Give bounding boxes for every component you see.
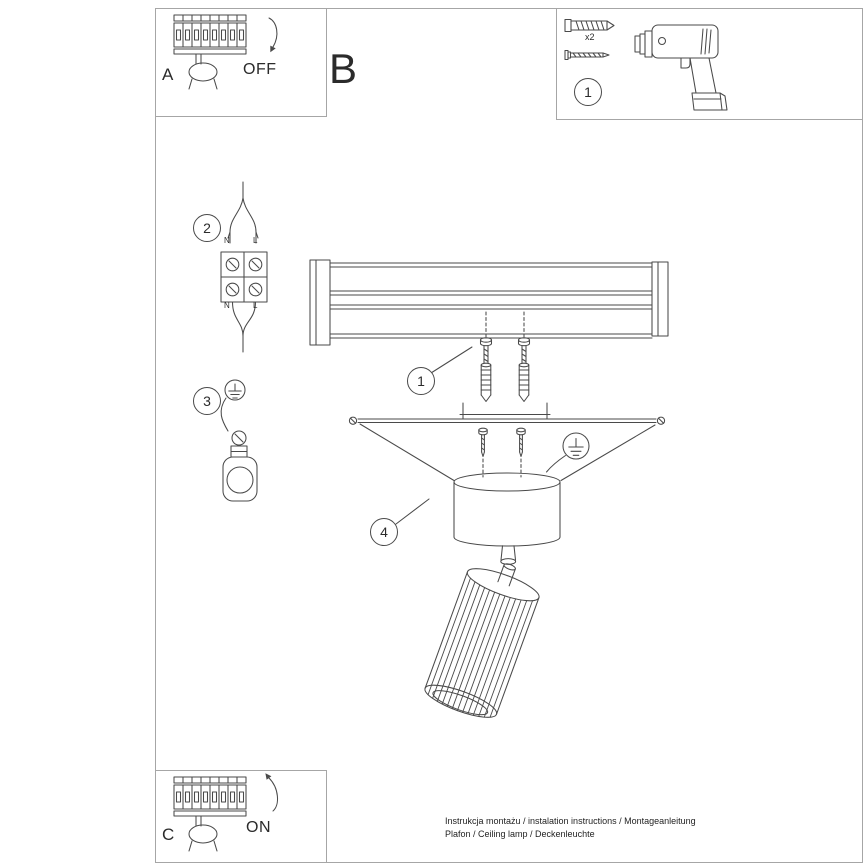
drill-icon [634,24,728,111]
earth-symbol-icon [224,379,246,401]
flip-down-arrow-icon [268,17,278,53]
lamp-shade-drawing [424,563,540,718]
ground-step-drawing [220,379,258,502]
drill-guide-lines [485,311,525,338]
step-3-badge: 3 [193,387,221,415]
wire-label-l-bottom: L [253,301,258,310]
panel-a-label: A [162,65,174,84]
cable-join-drawing [231,301,257,353]
ground-wire-drawing [220,397,229,432]
step-2-badge: 2 [193,214,221,242]
mounting-rail-drawing [309,259,669,346]
power-on-illustration [173,773,278,852]
canopy-screw-drawing [478,427,488,478]
terminal-block-drawing [220,251,268,303]
hand-icon [188,53,218,90]
quantity-label: x2 [585,32,595,42]
footer-text: Instrukcja montażu / instalation instruc… [445,815,696,841]
tools-illustration [564,18,728,111]
wire-label-n-bottom: N [224,301,230,310]
step-1-leader-line [430,346,473,374]
footer-line-1: Instrukcja montażu / instalation instruc… [445,816,696,826]
perspective-lines [359,423,656,482]
cross-bracket-drawing [348,402,666,425]
on-label: ON [246,819,271,836]
footer-line-2: Plafon / Ceiling lamp / Deckenleuchte [445,829,595,840]
anchor-screw-drawing [479,337,493,403]
hand-icon [188,815,218,852]
panel-power-on: C ON [155,770,327,863]
breaker-panel-icon [173,14,247,55]
wire-label-n-top: N [224,236,230,245]
panel-power-off: A OFF [155,8,327,117]
ground-clamp-drawing [222,430,258,502]
off-label: OFF [243,61,277,78]
panel-tools: x2 [556,8,863,120]
step-4-badge: 4 [370,518,398,546]
step-4-leader-line [395,498,430,525]
step-1-tools-badge: 1 [574,78,602,106]
page-frame [155,8,863,863]
earth-symbol-badge [545,432,590,473]
wire-label-l-top: L [253,236,258,245]
wall-plug-icon [564,18,615,33]
screw-icon [564,49,610,61]
section-b-label: B [329,45,358,92]
panel-c-label: C [162,825,175,844]
flip-up-arrow-icon [265,773,278,812]
assembly-diagram [309,259,669,718]
wiring-step-drawing [220,181,268,353]
breaker-panel-icon [173,776,247,817]
power-off-illustration [173,14,278,90]
canopy-drawing [453,472,561,565]
step-1-badge: 1 [407,367,435,395]
cable-split-drawing [227,181,259,244]
